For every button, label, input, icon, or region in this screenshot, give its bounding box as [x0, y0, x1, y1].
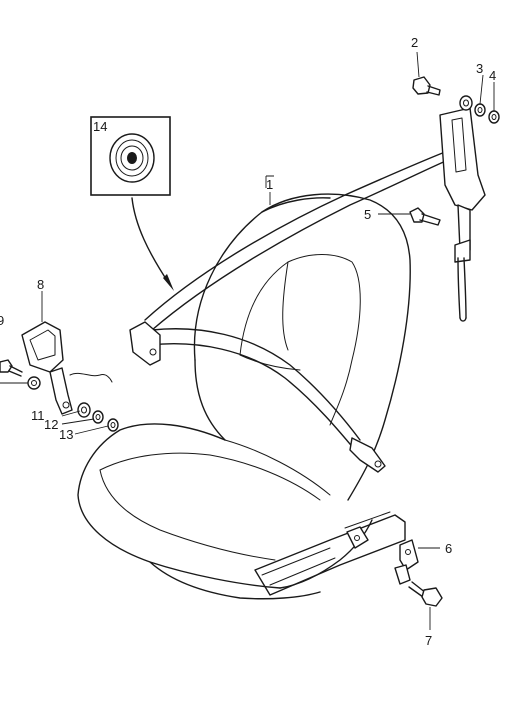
washer-12	[92, 410, 104, 424]
seat	[77, 193, 411, 600]
washer-3a	[459, 95, 473, 111]
callout-3: 3	[476, 61, 483, 76]
height-adjuster-assembly	[439, 107, 486, 322]
callout-4: 4	[489, 68, 496, 83]
washer-11	[77, 402, 91, 418]
callout-13: 13	[59, 427, 73, 442]
callout-1: 1	[266, 177, 273, 192]
callout-14: 14	[93, 119, 107, 134]
detail-box-14	[90, 116, 174, 291]
washer-10	[27, 376, 41, 390]
bolt-5	[409, 207, 441, 226]
fasteners	[0, 76, 500, 607]
bolt-9	[0, 359, 23, 377]
callout-labels: 1 2 3 4 5 6 7 8 9 11 12 13 14	[0, 35, 496, 648]
nut-13	[107, 418, 119, 432]
callout-11: 11	[31, 408, 45, 423]
callout-7: 7	[425, 633, 432, 648]
callout-2: 2	[411, 35, 418, 50]
callout-9: 9	[0, 313, 4, 328]
bolt-2	[412, 76, 441, 96]
bolt-7	[408, 581, 443, 607]
buckle-assembly	[21, 321, 113, 415]
callout-5: 5	[364, 207, 371, 222]
callout-8: 8	[37, 277, 44, 292]
leader-lines	[0, 51, 495, 630]
seat-belt-webbing	[129, 151, 449, 473]
washer-3	[474, 103, 486, 117]
callout-12: 12	[44, 417, 58, 432]
bracket-6	[394, 539, 419, 585]
nut-4	[488, 110, 500, 124]
callout-6: 6	[445, 541, 452, 556]
